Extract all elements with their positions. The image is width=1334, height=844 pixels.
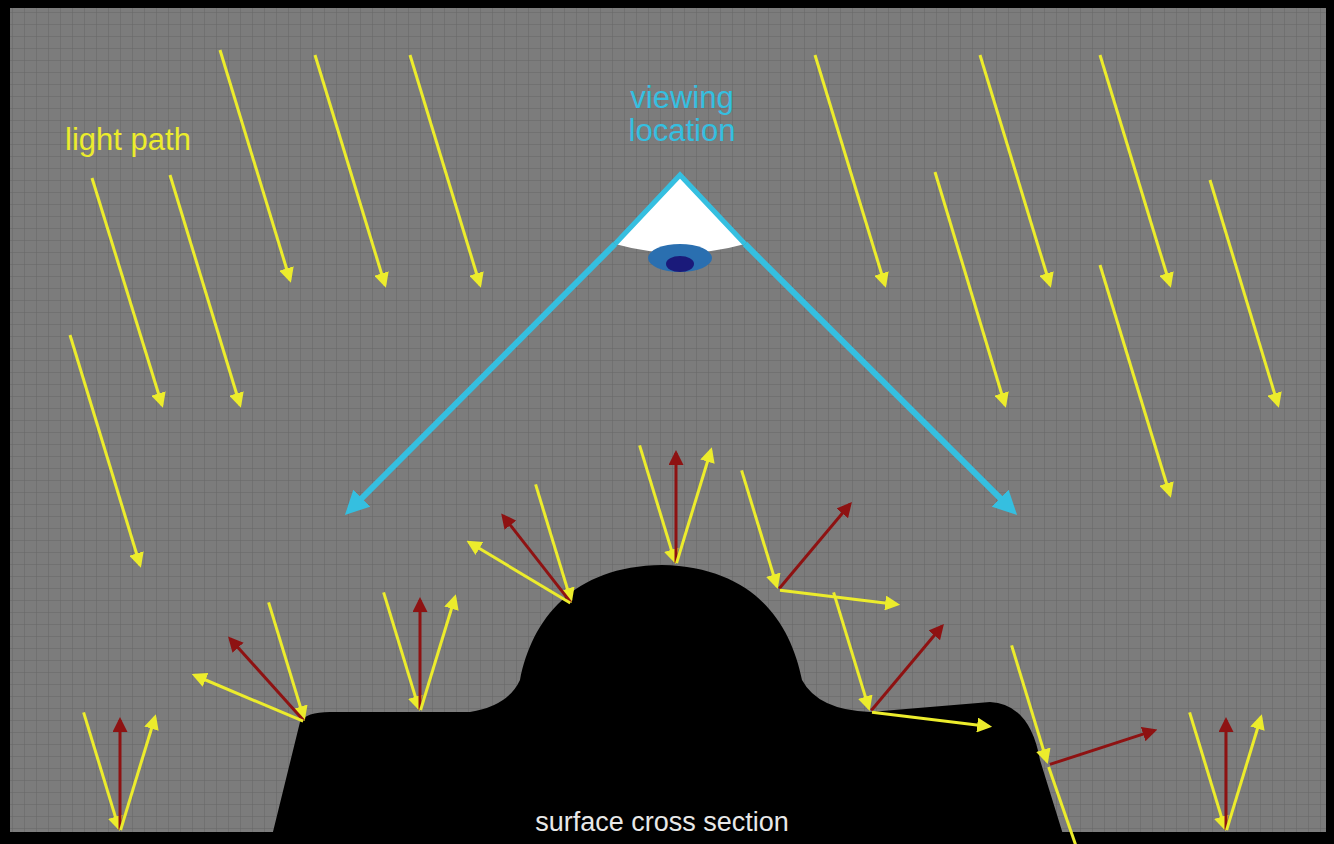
light-ray [220,50,290,280]
reflected-ray [194,675,303,721]
surface-normal [230,639,304,721]
surface-reflections [84,445,1261,844]
surface-normal [675,453,678,563]
incident-ray [84,712,119,828]
light-ray [1100,265,1170,495]
incident-ray [640,445,675,561]
light-ray [980,55,1050,285]
reflected-ray [780,590,897,604]
incident-ray [834,592,869,708]
surface-cross-section [270,565,1066,844]
reflected-ray [872,712,989,726]
surface-normal [503,516,571,603]
light-ray [410,55,480,285]
eye-pupil [666,256,694,272]
surface-normal [1225,720,1228,830]
view-direction-arrow [745,244,1012,510]
viewer [350,175,1012,510]
reflected-ray [1049,767,1088,844]
surface-label: surface cross section [452,808,872,836]
incident-ray [384,592,419,708]
light-ray [315,55,385,285]
surface-normal [871,626,942,710]
incident-ray [536,484,571,600]
reflected-ray [1227,717,1261,830]
light-ray [1100,55,1170,285]
light-ray [70,335,140,565]
eye [648,244,712,272]
reflected-ray [469,542,570,603]
light-ray [815,55,885,285]
reflected-ray [677,450,711,563]
light-ray [1210,180,1278,405]
surface-normal [419,600,422,710]
view-direction-arrow [350,244,615,510]
view-cone-edge [615,175,745,244]
surface-normal [119,720,122,830]
light-path-label: light path [18,124,238,157]
light-ray [92,178,162,405]
light-ray [170,175,240,405]
incident-ray [1012,645,1047,761]
incident-ray [742,470,777,586]
reflected-ray [121,717,155,830]
light-rays [70,50,1278,565]
surface-normal [1050,730,1155,764]
reflected-ray [421,597,455,710]
surface-normal [779,504,850,588]
incident-ray [1190,712,1225,828]
viewing-location-label: viewing location [602,82,762,147]
eye-wedge [615,175,745,253]
light-ray [935,172,1005,405]
